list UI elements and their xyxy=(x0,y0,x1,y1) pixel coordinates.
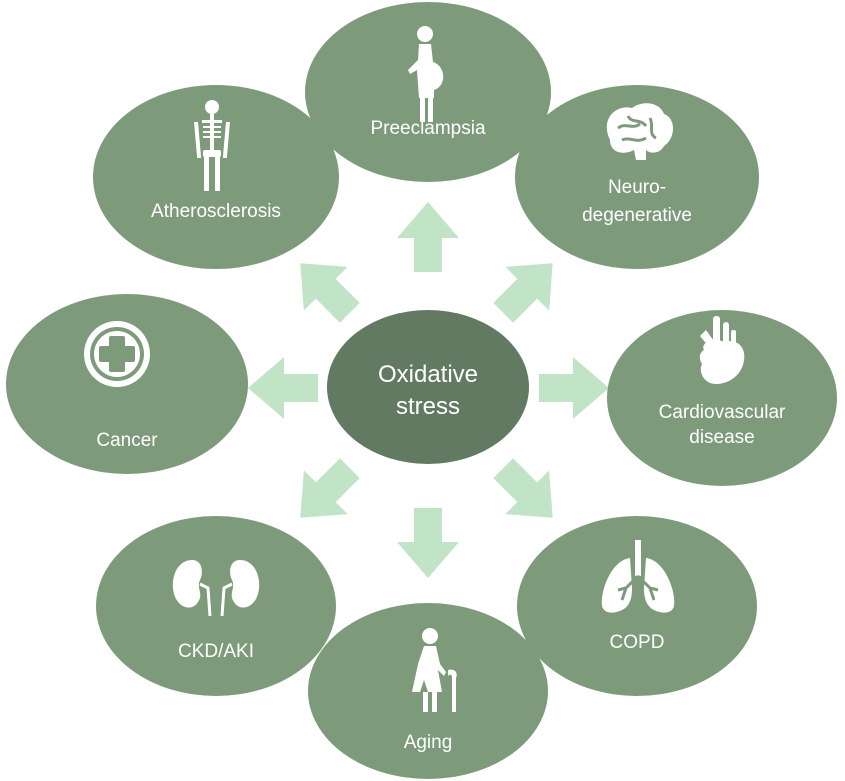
cardio-label-line1: Cardiovascular xyxy=(659,402,786,423)
medical-cross-icon xyxy=(84,321,150,387)
arrow-up-right xyxy=(493,263,553,323)
ckd-label: CKD/AKI xyxy=(178,641,254,662)
node-atherosclerosis: Atherosclerosis xyxy=(93,85,339,269)
skeleton-icon xyxy=(194,100,230,191)
node-cardiovascular: Cardiovascular disease xyxy=(607,310,837,486)
arrow-down xyxy=(397,508,459,578)
arrow-up-left xyxy=(300,263,360,323)
lungs-icon xyxy=(601,540,675,613)
cardio-label-line2: disease xyxy=(689,427,755,448)
arrows xyxy=(248,202,609,578)
cancer-label: Cancer xyxy=(96,430,158,451)
neuro-label-line2: degenerative xyxy=(582,205,692,226)
arrow-down-right xyxy=(493,458,553,518)
copd-label: COPD xyxy=(610,632,665,653)
center-label-line2: stress xyxy=(396,393,460,420)
brain-icon xyxy=(606,103,673,160)
center-label-line1: Oxidative xyxy=(378,361,478,388)
preeclampsia-label: Preeclampsia xyxy=(370,118,486,139)
arrow-right xyxy=(539,357,609,419)
center-node: Oxidative stress xyxy=(327,310,529,464)
arrow-down-left xyxy=(300,458,360,518)
node-preeclampsia: Preeclampsia xyxy=(305,2,551,182)
pregnant-woman-icon xyxy=(408,26,444,122)
arrow-left xyxy=(248,357,318,419)
aging-label: Aging xyxy=(404,732,453,753)
kidneys-icon xyxy=(172,560,260,617)
node-ckd-aki: CKD/AKI xyxy=(96,516,336,696)
node-aging: Aging xyxy=(308,603,548,779)
heart-icon xyxy=(699,316,745,384)
elderly-person-icon xyxy=(412,628,457,712)
node-cancer: Cancer xyxy=(6,294,248,474)
arrow-up xyxy=(397,202,459,272)
node-neurodegenerative: Neuro- degenerative xyxy=(515,85,759,269)
atherosclerosis-label: Atherosclerosis xyxy=(151,201,281,222)
node-copd: COPD xyxy=(517,516,757,696)
neuro-label-line1: Neuro- xyxy=(608,177,666,198)
